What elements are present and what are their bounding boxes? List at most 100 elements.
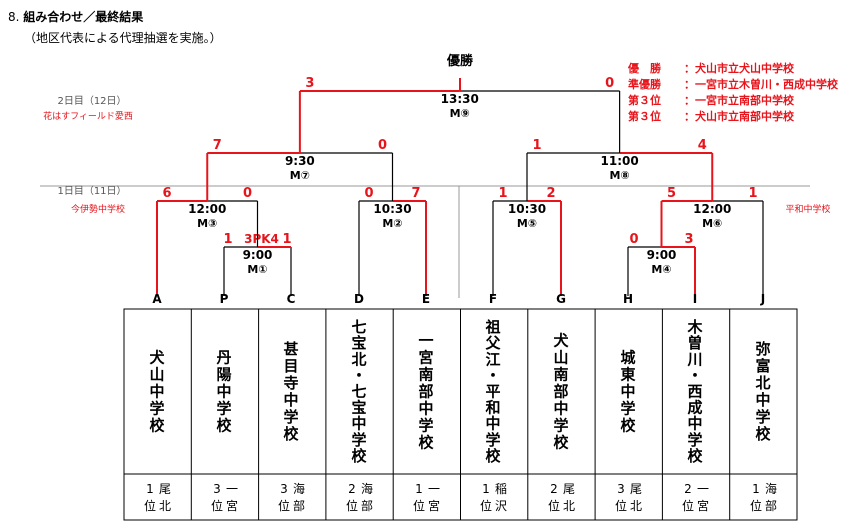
match-time: 9:30 <box>285 154 315 168</box>
team-name-char: 中 <box>755 391 770 409</box>
team-seed-number: 1 <box>146 482 154 496</box>
team-seed-region: 一 <box>428 482 440 496</box>
team-name-char: 陽 <box>216 366 231 384</box>
score-left: 1 <box>532 138 541 153</box>
score-right: 0 <box>243 186 252 201</box>
score-right: 2 <box>546 186 555 201</box>
team-name-char: 中 <box>351 415 366 433</box>
team-letter: H <box>623 292 633 306</box>
match-time: 13:30 <box>441 92 479 106</box>
match-time: 9:00 <box>243 248 273 262</box>
score-right: 4 <box>698 138 707 153</box>
team-name-char: 城 <box>620 349 635 367</box>
team-name-char: 目 <box>283 357 298 375</box>
team-name-char: 学 <box>553 417 568 435</box>
result-school: 犬山市立南部中学校 <box>695 110 794 123</box>
team-name-char: 校 <box>216 417 232 435</box>
team-name-char: 東 <box>620 366 635 384</box>
team-seed-region: 稲 <box>495 482 507 496</box>
team-seed-region: 海 <box>765 481 777 496</box>
team-name-char: 学 <box>351 431 366 449</box>
team-name-char: 宮 <box>418 349 433 367</box>
score-right: 0 <box>605 76 614 91</box>
team-name-char: 祖 <box>484 318 500 336</box>
section-title: 組み合わせ／最終結果 <box>23 10 144 24</box>
team-seed-region: 尾 <box>563 482 575 496</box>
score-right: 1 <box>748 186 757 201</box>
team-seed-number: 2 <box>348 482 356 496</box>
team-name-char: 犬 <box>553 332 569 350</box>
team-seed-number: 3 <box>617 482 625 496</box>
day2-label: 2日目（12日） <box>57 95 126 107</box>
team-letter: E <box>422 292 430 306</box>
team-name-char: 校 <box>418 434 434 452</box>
team-name-char: 甚 <box>283 340 298 358</box>
team-name-char: 犬 <box>149 349 165 367</box>
team-name-char: 寺 <box>283 374 298 392</box>
team-name-char: 学 <box>149 400 164 418</box>
team-seed-area: 北 <box>630 499 642 513</box>
team-name-char: ・ <box>351 366 366 384</box>
team-name-char: 江 <box>485 350 500 368</box>
team-letter: C <box>287 292 296 306</box>
team-name-char: 学 <box>485 431 500 449</box>
team-seed-number: 1 <box>415 482 423 496</box>
team-seed-region: 海 <box>361 481 373 496</box>
day1-venue-left: 今伊勢中学校 <box>71 203 125 215</box>
team-seed-position: 位 <box>211 498 223 513</box>
team-name-char: 中 <box>283 391 298 409</box>
match-label: M② <box>382 217 402 230</box>
team-name-char: 校 <box>485 447 501 465</box>
result-row: 準優勝：一宮市立木曽川・西成中学校 <box>628 76 838 92</box>
team-name-char: 富 <box>755 357 770 375</box>
team-name-char: 中 <box>687 415 702 433</box>
score-right: 3 <box>684 232 693 247</box>
team-name-char: 中 <box>553 400 568 418</box>
match-time: 10:30 <box>373 202 411 216</box>
team-letter: D <box>354 292 364 306</box>
team-name-char: 川 <box>686 350 702 368</box>
team-seed-number: 3 <box>213 482 221 496</box>
team-seed-area: 部 <box>361 498 373 513</box>
team-name-char: 学 <box>687 431 702 449</box>
result-school: 犬山市立犬山中学校 <box>695 62 794 75</box>
match-label: M⑦ <box>290 169 310 182</box>
result-row: 第３位：犬山市立南部中学校 <box>628 108 794 124</box>
score-pk: 3PK4 <box>244 232 279 246</box>
team-seed-position: 位 <box>480 498 492 513</box>
team-seed-region: 一 <box>226 482 238 496</box>
team-seed-position: 位 <box>346 498 358 513</box>
section-heading: 8. 組み合わせ／最終結果 <box>8 8 143 25</box>
team-name-char: 中 <box>485 415 500 433</box>
team-name-char: 弥 <box>755 340 770 358</box>
team-name-char: 校 <box>755 425 771 443</box>
section-number: 8. <box>8 10 20 24</box>
team-seed-area: 北 <box>563 499 575 513</box>
team-name-char: 校 <box>149 417 165 435</box>
team-name-char: 校 <box>283 425 299 443</box>
team-name-char: 中 <box>149 383 164 401</box>
team-name-char: 中 <box>216 383 231 401</box>
match-label: M⑤ <box>517 217 537 230</box>
score-left: 6 <box>162 186 171 201</box>
team-name-char: 部 <box>553 383 568 401</box>
team-name-char: 曽 <box>687 334 702 352</box>
team-seed-area: 宮 <box>697 498 709 513</box>
team-name-char: 平 <box>485 383 500 401</box>
final-label: 優勝 <box>446 53 474 69</box>
day1-venue-right: 平和中学校 <box>785 203 830 215</box>
team-seed-number: 3 <box>280 482 288 496</box>
team-seed-number: 1 <box>752 482 760 496</box>
team-seed-area: 北 <box>159 499 171 513</box>
team-name-char: 中 <box>418 400 433 418</box>
team-name-char: 丹 <box>216 349 231 367</box>
team-seed-number: 2 <box>684 482 692 496</box>
score-left: 7 <box>213 138 222 153</box>
team-letter: J <box>760 292 765 306</box>
match-time: 10:30 <box>508 202 546 216</box>
result-rank: 第３位 <box>628 110 661 123</box>
score-left: 5 <box>667 186 676 201</box>
team-name-char: 和 <box>485 399 500 417</box>
result-sep: ： <box>684 78 695 91</box>
team-name-char: 北 <box>351 350 366 368</box>
